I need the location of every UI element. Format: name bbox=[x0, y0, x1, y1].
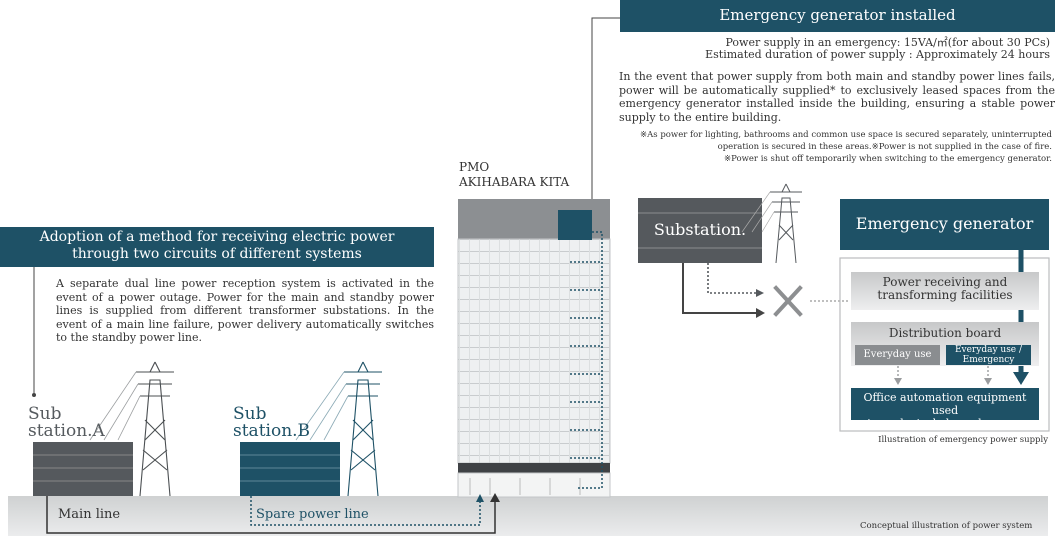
emergency-generator-label: Emergency generator bbox=[855, 214, 1034, 233]
top-banner-title: Emergency generator installed bbox=[719, 6, 956, 24]
building-name-line1: PMO bbox=[459, 160, 490, 174]
building-distribution-lines bbox=[570, 231, 603, 489]
roof-generator bbox=[558, 210, 592, 240]
left-banner-title-line1: Adoption of a method for receiving elect… bbox=[39, 229, 395, 245]
receiving-facilities-box: Power receiving and transforming facilit… bbox=[851, 272, 1039, 310]
ground-strip bbox=[8, 496, 1048, 536]
substation-b-label: Sub station.B bbox=[233, 406, 310, 440]
emergency-generator-box: Emergency generator bbox=[840, 199, 1049, 250]
substation-lines bbox=[682, 263, 765, 318]
top-leader-line bbox=[590, 17, 620, 209]
top-banner: Emergency generator installed bbox=[620, 0, 1055, 32]
spare-line-path bbox=[250, 494, 484, 526]
distribution-arrows bbox=[894, 366, 992, 385]
office-equipment-box: Office automation equipment used in excl… bbox=[851, 388, 1039, 430]
note-1: ※As power for lighting, bathrooms and co… bbox=[640, 130, 1052, 152]
substation-a-label: Sub station.A bbox=[28, 406, 105, 440]
building bbox=[457, 199, 611, 498]
everyday-use-box: Everyday use bbox=[855, 345, 940, 365]
distribution-board-label: Distribution board bbox=[888, 326, 1002, 340]
emergency-caption: Illustration of emergency power supply bbox=[878, 435, 1048, 445]
supply-info: Power supply in an emergency: 15VA/㎡(for… bbox=[620, 37, 1050, 61]
left-paragraph: A separate dual line power reception sys… bbox=[56, 277, 434, 344]
main-line-label: Main line bbox=[58, 507, 121, 522]
spare-line-label: Spare power line bbox=[256, 507, 369, 522]
left-banner-title-line2: through two circuits of different system… bbox=[72, 246, 362, 262]
tower-a bbox=[89, 361, 174, 497]
receiving-line-1: Power receiving and bbox=[882, 275, 1008, 289]
substation-b-label-line1: Sub bbox=[233, 404, 267, 424]
substation-a-graphic bbox=[33, 442, 133, 496]
office-line-2: in exclusively leased spaces bbox=[867, 417, 1023, 430]
tower-b bbox=[295, 361, 382, 497]
main-line-path bbox=[46, 493, 500, 534]
failure-cross-icon bbox=[773, 285, 803, 317]
substation-a-label-line1: Sub bbox=[28, 404, 62, 424]
left-leader-line bbox=[32, 253, 36, 397]
everyday-emergency-line-1: Everyday use / bbox=[954, 345, 1023, 355]
top-notes: ※As power for lighting, bathrooms and co… bbox=[620, 129, 1052, 165]
building-name-line2: AKIHABARA KITA bbox=[459, 175, 570, 189]
supply-line-1: Power supply in an emergency: 15VA/㎡(for… bbox=[725, 36, 1050, 49]
note-2: ※Power is shut off temporarily when swit… bbox=[724, 154, 1052, 164]
top-paragraph: In the event that power supply from both… bbox=[619, 70, 1055, 124]
everyday-use-label: Everyday use bbox=[863, 349, 932, 360]
supply-line-2: Estimated duration of power supply : App… bbox=[705, 48, 1050, 61]
substation-b-graphic bbox=[240, 442, 340, 496]
substation-box-graphic bbox=[638, 198, 762, 263]
left-banner: Adoption of a method for receiving elect… bbox=[0, 227, 434, 267]
tower-right bbox=[741, 183, 802, 264]
substation-a-label-line2: station.A bbox=[28, 421, 105, 441]
substation-b-label-line2: station.B bbox=[233, 421, 311, 441]
substation-box-label: Substation. bbox=[653, 220, 747, 239]
receiving-line-2: transforming facilities bbox=[877, 288, 1013, 302]
everyday-emergency-box: Everyday use / Emergency bbox=[946, 345, 1031, 365]
office-line-1: Office automation equipment used bbox=[863, 391, 1027, 417]
emergency-frame bbox=[839, 257, 1050, 432]
bottom-caption: Conceptual illustration of power system bbox=[860, 521, 1033, 531]
everyday-emergency-line-2: Emergency bbox=[962, 355, 1015, 365]
building-name: PMO AKIHABARA KITA bbox=[459, 160, 569, 190]
